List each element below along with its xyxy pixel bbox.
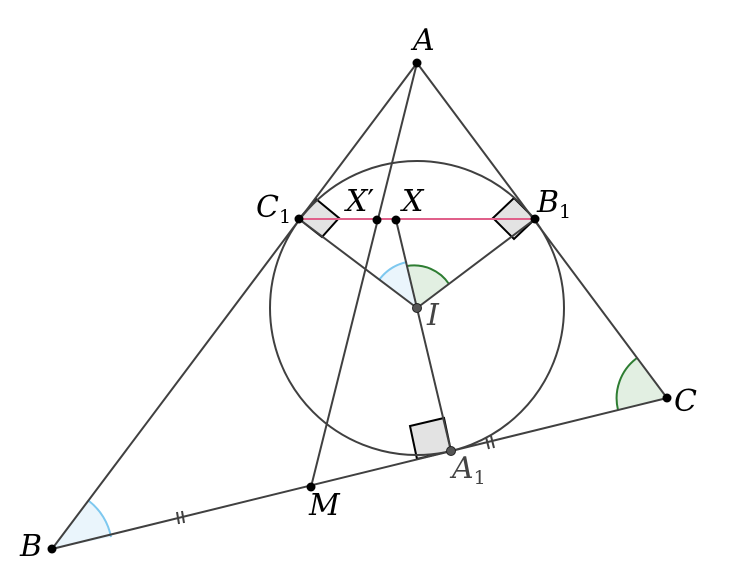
angle-c-arc	[615, 357, 638, 411]
label-b: B	[19, 529, 42, 564]
label-x: X	[400, 184, 425, 219]
label-b1: B1	[536, 185, 571, 223]
segment-x-a1	[395, 219, 452, 452]
label-x-prime: X′	[344, 184, 374, 219]
angle-i-blue-marker	[379, 262, 417, 308]
label-m: M	[308, 488, 341, 523]
point-a1	[446, 446, 456, 456]
tick-marks-a1c	[485, 435, 495, 450]
point-b1	[530, 214, 540, 224]
tick-marks-bm	[176, 510, 185, 525]
label-i: I	[426, 298, 440, 333]
point-i	[412, 303, 422, 313]
segment-i-b1	[416, 218, 536, 309]
label-c1: C1	[256, 190, 291, 228]
label-c: C	[674, 384, 697, 419]
segment-am	[310, 62, 418, 488]
label-a1: A1	[449, 451, 486, 489]
label-a: A	[410, 23, 435, 58]
angle-i-green-marker	[407, 265, 449, 308]
side-bc	[51, 397, 668, 550]
side-ac	[416, 62, 668, 399]
point-b	[47, 544, 57, 554]
point-c	[662, 393, 672, 403]
angle-i-green-arc	[406, 264, 450, 285]
point-a	[412, 58, 422, 68]
point-x-prime	[372, 215, 382, 225]
angle-c-marker	[616, 358, 667, 410]
angle-b-marker	[52, 501, 111, 549]
incircle	[269, 160, 565, 456]
segment-i-c1	[298, 218, 418, 309]
point-c1	[294, 214, 304, 224]
point-m	[306, 482, 316, 492]
side-ab	[51, 62, 418, 550]
point-x	[391, 215, 401, 225]
